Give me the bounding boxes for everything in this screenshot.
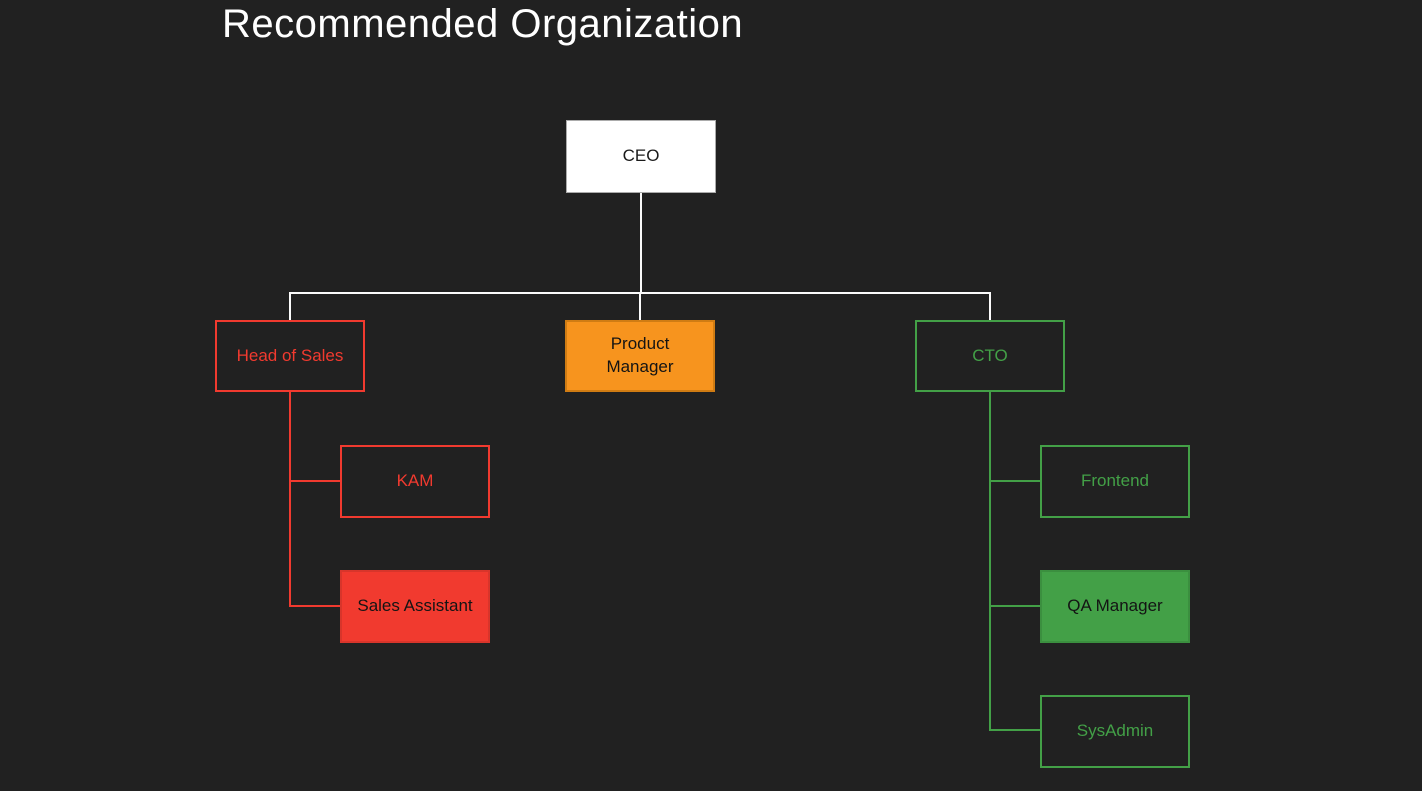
- org-node-qa-manager: QA Manager: [1040, 570, 1190, 643]
- org-node-head-of-sales-label: Head of Sales: [236, 345, 344, 365]
- org-node-kam: KAM: [340, 445, 490, 518]
- connector-drop-product-manager: [639, 292, 641, 321]
- org-node-head-of-sales: Head of Sales: [215, 320, 365, 392]
- connector-branch-frontend: [991, 480, 1040, 482]
- connector-drop-head-of-sales: [289, 292, 291, 321]
- org-node-kam-label: KAM: [396, 471, 434, 491]
- connector-branch-kam: [291, 480, 340, 482]
- org-node-sales-assistant: Sales Assistant: [340, 570, 490, 643]
- org-node-ceo: CEO: [566, 120, 716, 193]
- org-node-sysadmin-label: SysAdmin: [1076, 721, 1154, 741]
- org-node-cto-label: CTO: [972, 345, 1008, 365]
- page-title: Recommended Organization: [222, 2, 744, 46]
- org-node-ceo-label: CEO: [622, 146, 660, 166]
- org-node-qa-manager-label: QA Manager: [1067, 596, 1163, 616]
- org-node-product-manager: Product Manager: [565, 320, 715, 392]
- org-node-product-manager-label: Product Manager: [606, 334, 674, 376]
- org-node-sales-assistant-label: Sales Assistant: [357, 596, 473, 616]
- org-node-frontend: Frontend: [1040, 445, 1190, 518]
- connector-drop-cto: [989, 292, 991, 321]
- org-node-cto: CTO: [915, 320, 1065, 392]
- connector-head-of-sales-stem: [289, 391, 291, 607]
- connector-ceo-stem: [640, 192, 642, 293]
- org-node-frontend-label: Frontend: [1080, 471, 1150, 491]
- connector-branch-sales-assistant: [291, 605, 340, 607]
- connector-branch-qa-manager: [991, 605, 1040, 607]
- connector-branch-sysadmin: [991, 729, 1040, 731]
- org-node-sysadmin: SysAdmin: [1040, 695, 1190, 768]
- connector-cto-stem: [989, 391, 991, 731]
